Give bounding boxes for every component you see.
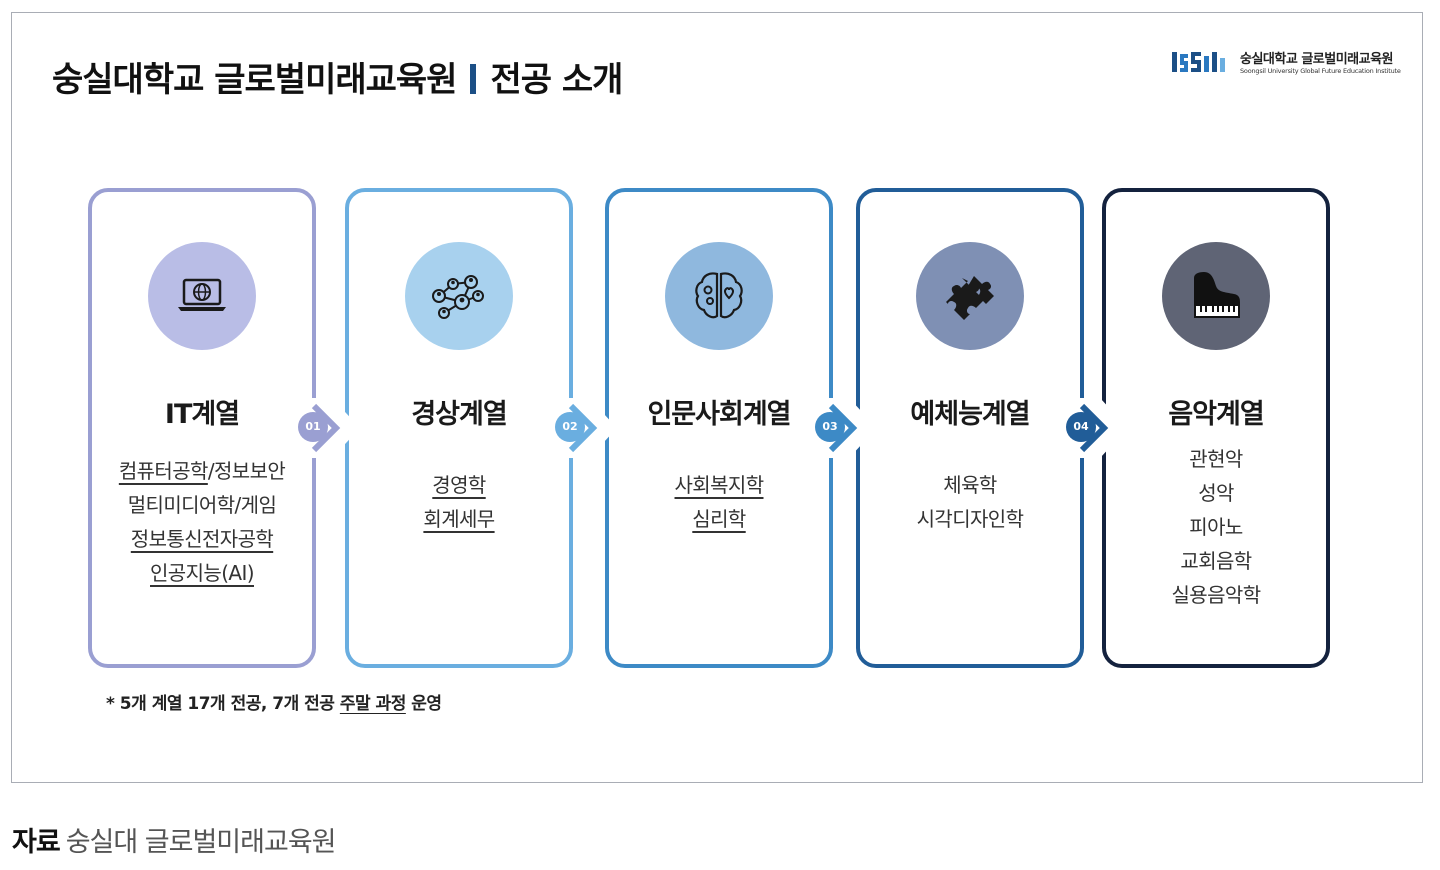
step-badge-03: 03: [815, 412, 845, 442]
major-item: 정보통신전자공학: [130, 527, 274, 551]
step-badge-04: 04: [1066, 412, 1096, 442]
logo-subtitle: Soongsil University Global Future Educat…: [1240, 67, 1401, 75]
title-main: 숭실대학교 글로벌미래교육원: [52, 60, 457, 100]
major-item: 실용음악학: [1171, 583, 1262, 607]
major-list: 경영학 회계세무: [349, 468, 569, 536]
major-list: 관현악 성악 피아노 교회음학 실용음악학: [1106, 442, 1326, 612]
icon-circle: [665, 242, 773, 350]
major-text: /정보보안: [207, 459, 286, 483]
icon-circle: [1162, 242, 1270, 350]
major-item: 회계세무: [423, 507, 495, 531]
source-text: 숭실대 글로벌미래교육원: [65, 827, 337, 858]
major-item: 심리학: [692, 507, 746, 531]
card-business: 경상계열 경영학 회계세무: [345, 188, 573, 668]
card-title: 경상계열: [411, 399, 507, 430]
icon-circle: [148, 242, 256, 350]
major-item: 멀티미디어학/게임: [127, 493, 277, 517]
major-item: 교회음학: [1180, 549, 1252, 573]
step-badge-01: 01: [298, 412, 328, 442]
major-item: 사회복지학: [674, 473, 765, 497]
major-text: 컴퓨터공학: [118, 459, 209, 483]
footnote-text: 운영: [405, 694, 442, 714]
title-divider: [470, 64, 477, 94]
logo-name: 숭실대학교 글로벌미래교육원: [1240, 52, 1394, 67]
major-list: 체육학 시각디자인학: [860, 468, 1080, 536]
puzzle-icon: [946, 276, 994, 320]
card-title: 음악계열: [1168, 399, 1264, 430]
title-sub: 전공 소개: [490, 60, 623, 100]
major-list: 컴퓨터공학/정보보안 멀티미디어학/게임 정보통신전자공학 인공지능(AI): [92, 454, 312, 590]
major-item: 경영학: [432, 473, 486, 497]
piano-icon: [1194, 272, 1240, 318]
major-item: 체육학: [943, 473, 997, 497]
major-item: 인공지능(AI): [150, 561, 255, 585]
icon-circle: [916, 242, 1024, 350]
major-item: 성악: [1198, 481, 1234, 505]
icon-circle: [405, 242, 513, 350]
ssu-logo-icon: [1172, 52, 1225, 72]
card-title: IT계열: [164, 399, 240, 430]
card-music: 음악계열 관현악 성악 피아노 교회음학 실용음악학: [1102, 188, 1330, 668]
major-list: 사회복지학 심리학: [609, 468, 829, 536]
network-people-icon: [432, 275, 484, 319]
major-item: 시각디자인학: [916, 507, 1024, 531]
card-it: IT계열 컴퓨터공학/정보보안 멀티미디어학/게임 정보통신전자공학 인공지능(…: [88, 188, 316, 668]
logo: 숭실대학교 글로벌미래교육원 Soongsil University Globa…: [1170, 46, 1410, 80]
footnote: * 5개 계열 17개 전공, 7개 전공 주말 과정 운영: [106, 689, 442, 714]
card-arts-sports: 예체능계열 체육학 시각디자인학: [856, 188, 1084, 668]
major-item: 피아노: [1189, 515, 1243, 539]
major-item: 컴퓨터공학/정보보안: [92, 454, 312, 488]
card-title: 인문사회계열: [647, 399, 791, 430]
laptop-globe-icon: [178, 278, 226, 311]
major-item: 관현악: [1189, 447, 1243, 471]
card-title: 예체능계열: [910, 399, 1030, 430]
step-badge-02: 02: [555, 412, 585, 442]
page-title: 숭실대학교 글로벌미래교육원 전공 소개: [52, 52, 623, 101]
brain-icon: [695, 272, 743, 319]
footnote-underlined: 주말 과정: [339, 694, 406, 714]
source-label: 자료: [12, 827, 61, 858]
card-humanities: 인문사회계열 사회복지학 심리학: [605, 188, 833, 668]
footnote-text: * 5개 계열 17개 전공, 7개 전공: [106, 694, 340, 714]
